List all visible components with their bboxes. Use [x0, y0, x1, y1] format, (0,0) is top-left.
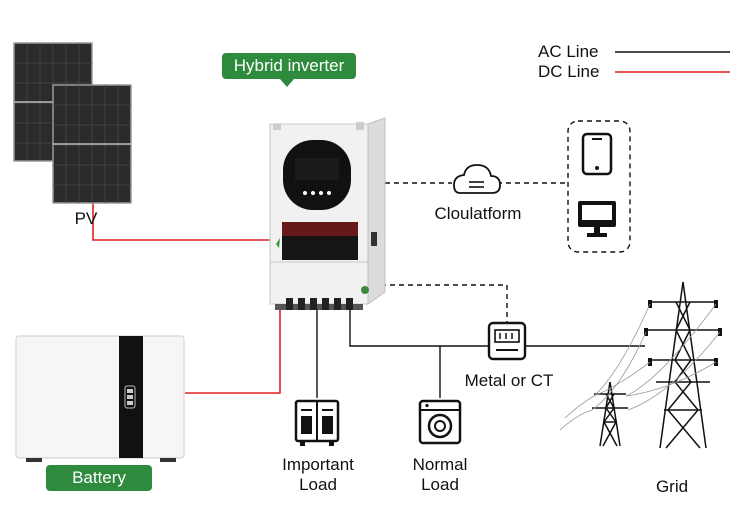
battery-icon: [15, 335, 185, 462]
battery-dc-line: [185, 305, 281, 394]
devices-dashed-box: [567, 120, 631, 253]
normal-load-line2: Load: [421, 475, 459, 494]
pv-dc-line: [92, 200, 272, 241]
pv-label: PV: [74, 209, 98, 228]
grid-label: Grid: [655, 477, 689, 496]
pv-panel-icon: [13, 42, 132, 204]
washing-machine-icon: [418, 399, 462, 445]
battery-label: Battery: [72, 468, 126, 487]
important-load-line2: Load: [299, 475, 337, 494]
important-load-line1: Important: [282, 455, 354, 474]
battery-badge: Battery: [46, 465, 152, 491]
legend-dc-label: DC Line: [538, 62, 600, 81]
meter-comm-line: [372, 284, 508, 322]
badge-pointer: [280, 79, 294, 87]
cloud-label: Cloulatform: [434, 204, 522, 223]
monitor-icon: [578, 201, 616, 237]
hybrid-inverter-icon: [269, 117, 386, 310]
normal-load-label: Normal Load: [390, 455, 490, 495]
smartphone-icon: [581, 132, 613, 176]
hybrid-inverter-label: Hybrid inverter: [233, 56, 345, 75]
hybrid-inverter-badge: Hybrid inverter: [222, 53, 356, 79]
normal-load-line1: Normal: [412, 455, 468, 474]
important-load-label: Important Load: [262, 455, 374, 495]
transmission-tower-icon: [559, 281, 722, 449]
energy-meter-icon: [487, 321, 527, 361]
distribution-cabinet-icon: [294, 399, 340, 446]
grid-ac-line: [349, 305, 645, 347]
legend-ac-label: AC Line: [538, 42, 599, 61]
cloud-icon: [453, 164, 501, 194]
meter-label: Metal or CT: [464, 371, 554, 390]
